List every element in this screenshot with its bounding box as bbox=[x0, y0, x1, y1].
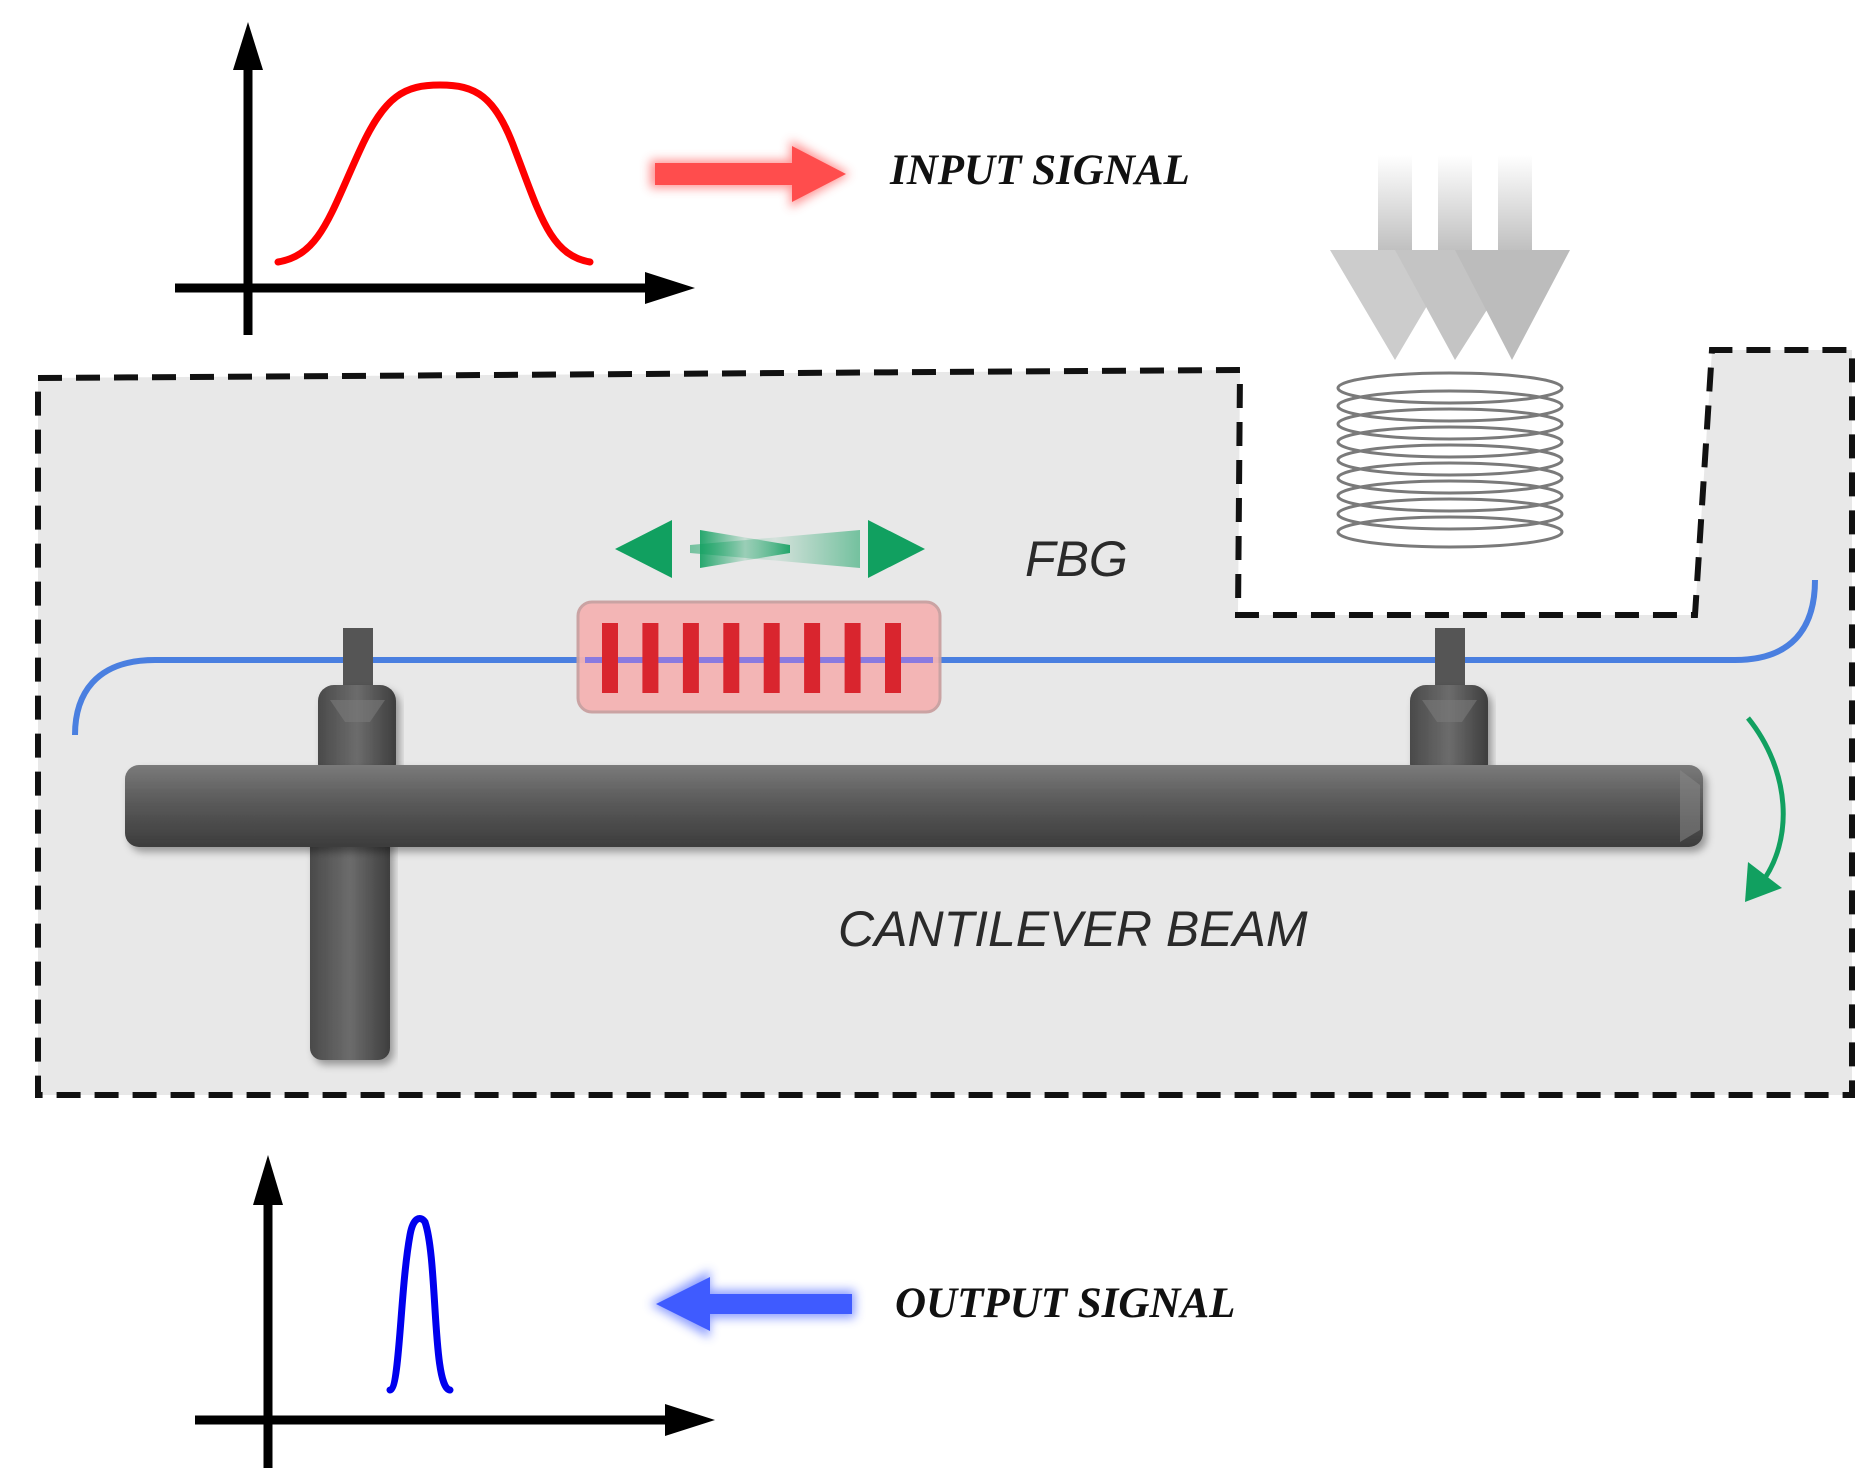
curved-arrow-icon bbox=[1745, 716, 1786, 902]
input-spectrum-curve bbox=[274, 81, 594, 266]
output-signal-plot bbox=[195, 1155, 715, 1468]
arrow-left-icon bbox=[650, 1270, 855, 1338]
x-axis-arrowhead-icon bbox=[665, 1404, 715, 1436]
x-axis-arrowhead-icon bbox=[645, 272, 695, 304]
fiber-bragg-grating bbox=[576, 600, 942, 714]
grating-line bbox=[804, 623, 821, 693]
optical-fiber bbox=[72, 579, 1818, 736]
input-signal-plot bbox=[175, 22, 695, 335]
grating-line bbox=[642, 623, 659, 693]
fiber-clamp-right bbox=[1410, 628, 1488, 780]
grating-line bbox=[844, 623, 861, 693]
arrow-right-icon bbox=[650, 140, 850, 208]
y-axis-arrowhead-icon bbox=[253, 1155, 283, 1205]
down-arrows-icon bbox=[1330, 155, 1570, 360]
cantilever-beam bbox=[125, 765, 1703, 847]
grating-line bbox=[763, 623, 780, 693]
grating-line bbox=[723, 623, 740, 693]
grating-line bbox=[602, 623, 618, 693]
cantilever-beam-label: CANTILEVER BEAM bbox=[838, 901, 1308, 957]
fiber-clamp-left bbox=[318, 628, 396, 780]
fbg-label: FBG bbox=[1025, 531, 1128, 587]
beam-support-post bbox=[310, 820, 390, 1060]
input-signal-label: INPUT SIGNAL bbox=[889, 147, 1190, 194]
grating-line bbox=[682, 623, 699, 693]
enclosure-housing bbox=[35, 347, 1855, 1098]
output-spectrum-curve bbox=[386, 1215, 454, 1394]
coil-spring bbox=[1336, 371, 1564, 549]
double-arrow-icon bbox=[615, 520, 925, 578]
output-signal-label: OUTPUT SIGNAL bbox=[895, 1280, 1235, 1327]
grating-line bbox=[885, 623, 901, 693]
y-axis-arrowhead-icon bbox=[233, 22, 263, 70]
